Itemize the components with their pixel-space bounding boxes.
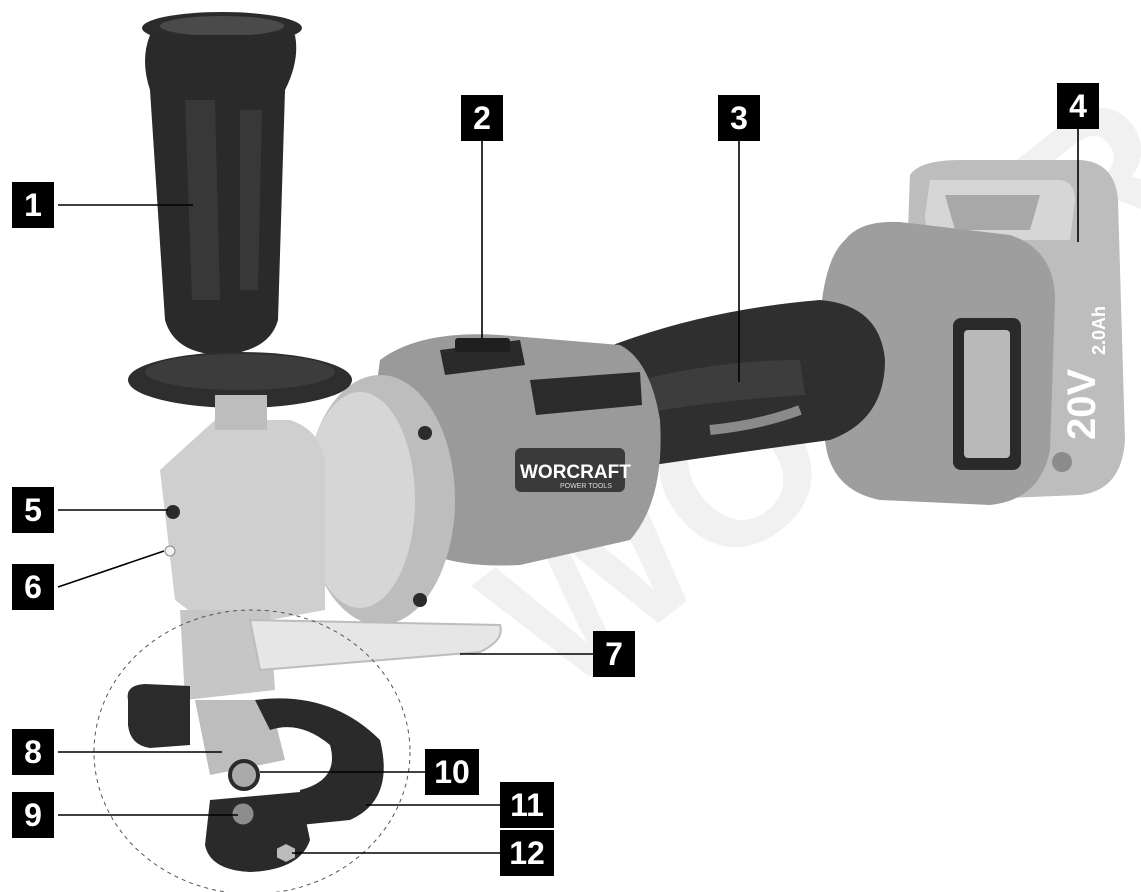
callout-2: 2 — [461, 95, 503, 141]
callout-3: 3 — [718, 95, 760, 141]
callout-5: 5 — [12, 487, 54, 533]
callout-1: 1 — [12, 182, 54, 228]
brand-subtitle: POWER TOOLS — [560, 483, 612, 490]
on-off-switch — [440, 338, 525, 375]
callout-6: 6 — [12, 564, 54, 610]
side-handle — [128, 12, 352, 430]
brand-logo: WORCRAFT — [520, 462, 631, 483]
callout-11: 11 — [500, 782, 554, 828]
callout-12: 12 — [500, 830, 554, 876]
callout-9: 9 — [12, 792, 54, 838]
battery-capacity-label: 2.0Ah — [1089, 306, 1109, 355]
battery-voltage-label: 20V — [1060, 369, 1104, 440]
callout-4: 4 — [1057, 83, 1099, 129]
callout-10: 10 — [425, 749, 479, 795]
leader-line-6 — [57, 550, 165, 588]
gear-head — [160, 375, 455, 630]
detail-circle — [93, 609, 411, 892]
callout-7: 7 — [593, 631, 635, 677]
leader-lines — [57, 128, 1079, 854]
callout-8: 8 — [12, 729, 54, 775]
shear-body — [127, 610, 502, 872]
rear-housing — [822, 221, 1055, 505]
